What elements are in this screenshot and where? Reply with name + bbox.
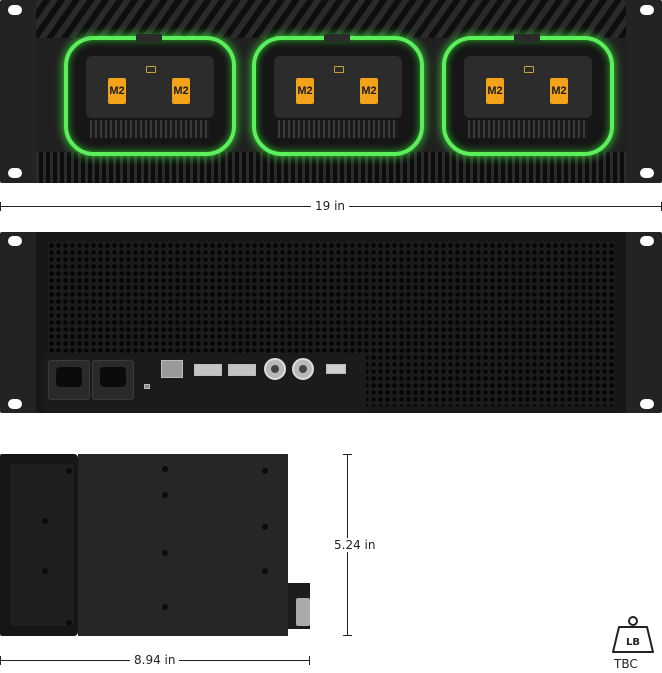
weight-icon: LB [612,616,654,653]
rack-ear-left [0,0,40,183]
usb-c-port [144,384,150,389]
mount-hole [640,236,654,246]
ethernet-port [161,360,183,378]
front-top-vent [36,0,626,38]
height-label: 5.24 in [330,538,380,552]
rack-ear-right [622,232,662,413]
screw [262,568,268,574]
screw [262,468,268,474]
m2-badge: M2 [486,78,504,104]
screw [162,492,168,498]
side-chassis [78,454,288,636]
mount-hole [640,399,654,409]
bnc-connector [296,598,310,626]
m2-drive-bay: M2 M2 [442,34,614,156]
bay-latch [324,34,350,42]
status-led [146,66,156,73]
bay-grille [90,120,210,138]
rear-connector-panel [44,354,366,412]
hdmi-port [326,364,346,374]
bnc-connector [292,358,314,380]
depth-label: 8.94 in [130,653,180,667]
m2-badge: M2 [108,78,126,104]
screw [162,550,168,556]
drive-module: M2 M2 [274,56,402,118]
status-led [524,66,534,73]
rear-panel [36,232,626,413]
mount-hole [8,5,22,15]
screw [162,604,168,610]
m2-badge: M2 [360,78,378,104]
status-led [334,66,344,73]
ethernet-port [194,364,222,376]
dimension-tick [343,635,352,636]
m2-drive-bay: M2 M2 [64,34,236,156]
side-front-inner [10,464,74,626]
front-panel: M2 M2 M2 M2 M2 M2 [36,0,626,183]
screw [162,466,168,472]
drive-module: M2 M2 [464,56,592,118]
side-front-face [0,454,78,636]
mount-hole [640,168,654,178]
screw [66,620,72,626]
rack-ear-right [622,0,662,183]
m2-badge: M2 [172,78,190,104]
m2-drive-bay: M2 M2 [252,34,424,156]
m2-badge: M2 [550,78,568,104]
screw [42,568,48,574]
front-bottom-vent [36,152,626,183]
screw [66,468,72,474]
drive-module: M2 M2 [86,56,214,118]
bay-grille [468,120,588,138]
screw [42,518,48,524]
dimension-tick [309,656,310,665]
screw [262,524,268,530]
mount-hole [8,236,22,246]
ethernet-port [228,364,256,376]
bnc-connector [264,358,286,380]
bay-grille [278,120,398,138]
mount-hole [8,399,22,409]
rack-ear-left [0,232,40,413]
weight-value: TBC [614,657,638,671]
mount-hole [640,5,654,15]
power-inlet [48,360,90,400]
mount-hole [8,168,22,178]
weight-icon-label: LB [626,637,640,648]
width-label: 19 in [311,199,350,213]
power-inlet [92,360,134,400]
bay-latch [514,34,540,42]
m2-badge: M2 [296,78,314,104]
bay-latch [136,34,162,42]
